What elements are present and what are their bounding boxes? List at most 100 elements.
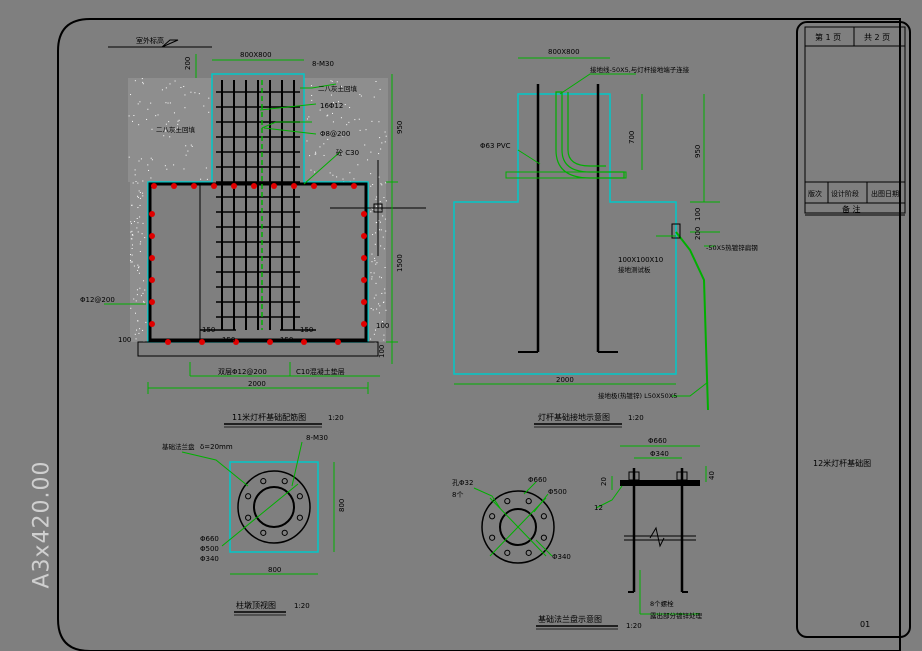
soil-speck bbox=[370, 173, 372, 175]
soil-speck bbox=[380, 277, 382, 279]
rebar-dot bbox=[351, 183, 357, 189]
soil-speck bbox=[372, 309, 374, 311]
soil-speck bbox=[378, 153, 380, 155]
soil-speck bbox=[375, 81, 377, 83]
soil-speck bbox=[177, 120, 179, 122]
soil-speck bbox=[139, 101, 141, 103]
soil-speck bbox=[372, 208, 374, 210]
nut-left bbox=[628, 471, 640, 481]
rebar-dot bbox=[335, 339, 341, 345]
soil-speck bbox=[137, 231, 139, 233]
rebar-dot bbox=[149, 233, 155, 239]
title-block: 第 1 页 共 2 页 版次 设计阶段 出图日期 备 注 12米灯杆基础图 01 bbox=[796, 21, 911, 638]
rebar-dot bbox=[149, 299, 155, 305]
soil-speck bbox=[337, 131, 339, 133]
elevation-dims bbox=[595, 445, 707, 615]
top-d340: Φ340 bbox=[200, 555, 219, 563]
rebar-dot bbox=[199, 339, 205, 345]
soil-speck bbox=[357, 164, 359, 166]
soil-speck bbox=[137, 207, 139, 209]
soil-speck bbox=[138, 266, 140, 268]
hook-length-3: 150 bbox=[222, 336, 235, 344]
soil-speck bbox=[359, 94, 361, 96]
soil-speck bbox=[330, 94, 332, 96]
grounding-view-title: 灯杆基础接地示意图 bbox=[538, 412, 610, 422]
soil-speck bbox=[135, 181, 137, 183]
rebar-dot bbox=[231, 183, 237, 189]
soil-speck bbox=[141, 78, 143, 80]
pvc-conduit bbox=[567, 92, 606, 167]
top-d660: Φ660 bbox=[200, 535, 219, 543]
soil-speck bbox=[365, 129, 367, 131]
soil-speck bbox=[130, 259, 132, 261]
base-width-dim: 2000 bbox=[248, 380, 266, 388]
soil-speck bbox=[370, 338, 372, 340]
soil-speck bbox=[166, 168, 168, 170]
soil-speck bbox=[139, 287, 141, 289]
top-view-dims bbox=[181, 441, 335, 575]
soil-speck bbox=[383, 339, 385, 341]
elev-d12: 12 bbox=[594, 504, 603, 512]
elev-d340: Φ340 bbox=[650, 450, 669, 458]
soil-speck bbox=[360, 95, 362, 97]
soil-speck bbox=[142, 195, 144, 197]
revision-label: 版次 bbox=[808, 189, 822, 198]
soil-speck bbox=[323, 143, 325, 145]
soil-speck bbox=[132, 234, 134, 236]
backfill-left-label: 二八灰土回填 bbox=[156, 125, 196, 134]
grounding-width-dim: 2000 bbox=[556, 376, 574, 384]
hole-count-label: 8个 bbox=[452, 491, 463, 499]
soil-speck bbox=[140, 241, 142, 243]
electrode-label: 接地极(热镀锌) L50X50X5 bbox=[598, 391, 677, 400]
soil-speck bbox=[140, 158, 142, 160]
soil-speck bbox=[137, 267, 139, 269]
rebar-view-scale: 1:20 bbox=[328, 414, 344, 422]
soil-speck bbox=[131, 205, 133, 207]
soil-speck bbox=[381, 142, 383, 144]
soil-speck bbox=[371, 276, 373, 278]
soil-speck bbox=[141, 233, 143, 235]
soil-speck bbox=[319, 109, 321, 111]
top-view-scale: 1:20 bbox=[294, 602, 310, 610]
soil-speck bbox=[373, 297, 375, 299]
soil-speck bbox=[142, 192, 144, 194]
soil-speck bbox=[373, 96, 375, 98]
bolt-hole bbox=[281, 529, 288, 536]
soil-speck bbox=[208, 111, 210, 113]
ground-flat-steel bbox=[675, 231, 709, 411]
soil-speck bbox=[385, 324, 387, 326]
dim-200: 200 bbox=[184, 57, 192, 70]
soil-speck bbox=[384, 288, 386, 290]
soil-speck bbox=[138, 160, 140, 162]
dim-100-right: 100 bbox=[376, 322, 389, 330]
soil-speck bbox=[379, 88, 381, 90]
bolt-hole bbox=[296, 514, 303, 521]
soil-speck bbox=[137, 264, 139, 266]
soil-speck bbox=[382, 236, 384, 238]
soil-speck bbox=[208, 97, 210, 99]
soil-speck bbox=[306, 140, 308, 142]
soil-speck bbox=[133, 114, 135, 116]
rebar-dot bbox=[165, 339, 171, 345]
soil-speck bbox=[142, 83, 144, 85]
soil-speck bbox=[128, 156, 130, 158]
bottom-bar-label: 双层Φ12@200 bbox=[218, 368, 267, 376]
soil-speck bbox=[139, 197, 141, 199]
soil-speck bbox=[340, 85, 342, 87]
soil-speck bbox=[310, 169, 312, 171]
rebar-dot bbox=[301, 339, 307, 345]
soil-speck bbox=[131, 230, 133, 232]
plate-d500: Φ500 bbox=[548, 488, 567, 496]
plate-hole bbox=[489, 534, 496, 541]
soil-speck bbox=[139, 328, 141, 330]
soil-speck bbox=[130, 94, 132, 96]
soil-speck bbox=[146, 118, 148, 120]
soil-speck bbox=[155, 115, 157, 117]
rebar-dot bbox=[191, 183, 197, 189]
soil-speck bbox=[134, 169, 136, 171]
soil-speck bbox=[139, 204, 141, 206]
rebar-dot bbox=[361, 299, 367, 305]
soil-speck bbox=[385, 309, 387, 311]
soil-speck bbox=[384, 292, 386, 294]
soil-speck bbox=[375, 222, 377, 224]
